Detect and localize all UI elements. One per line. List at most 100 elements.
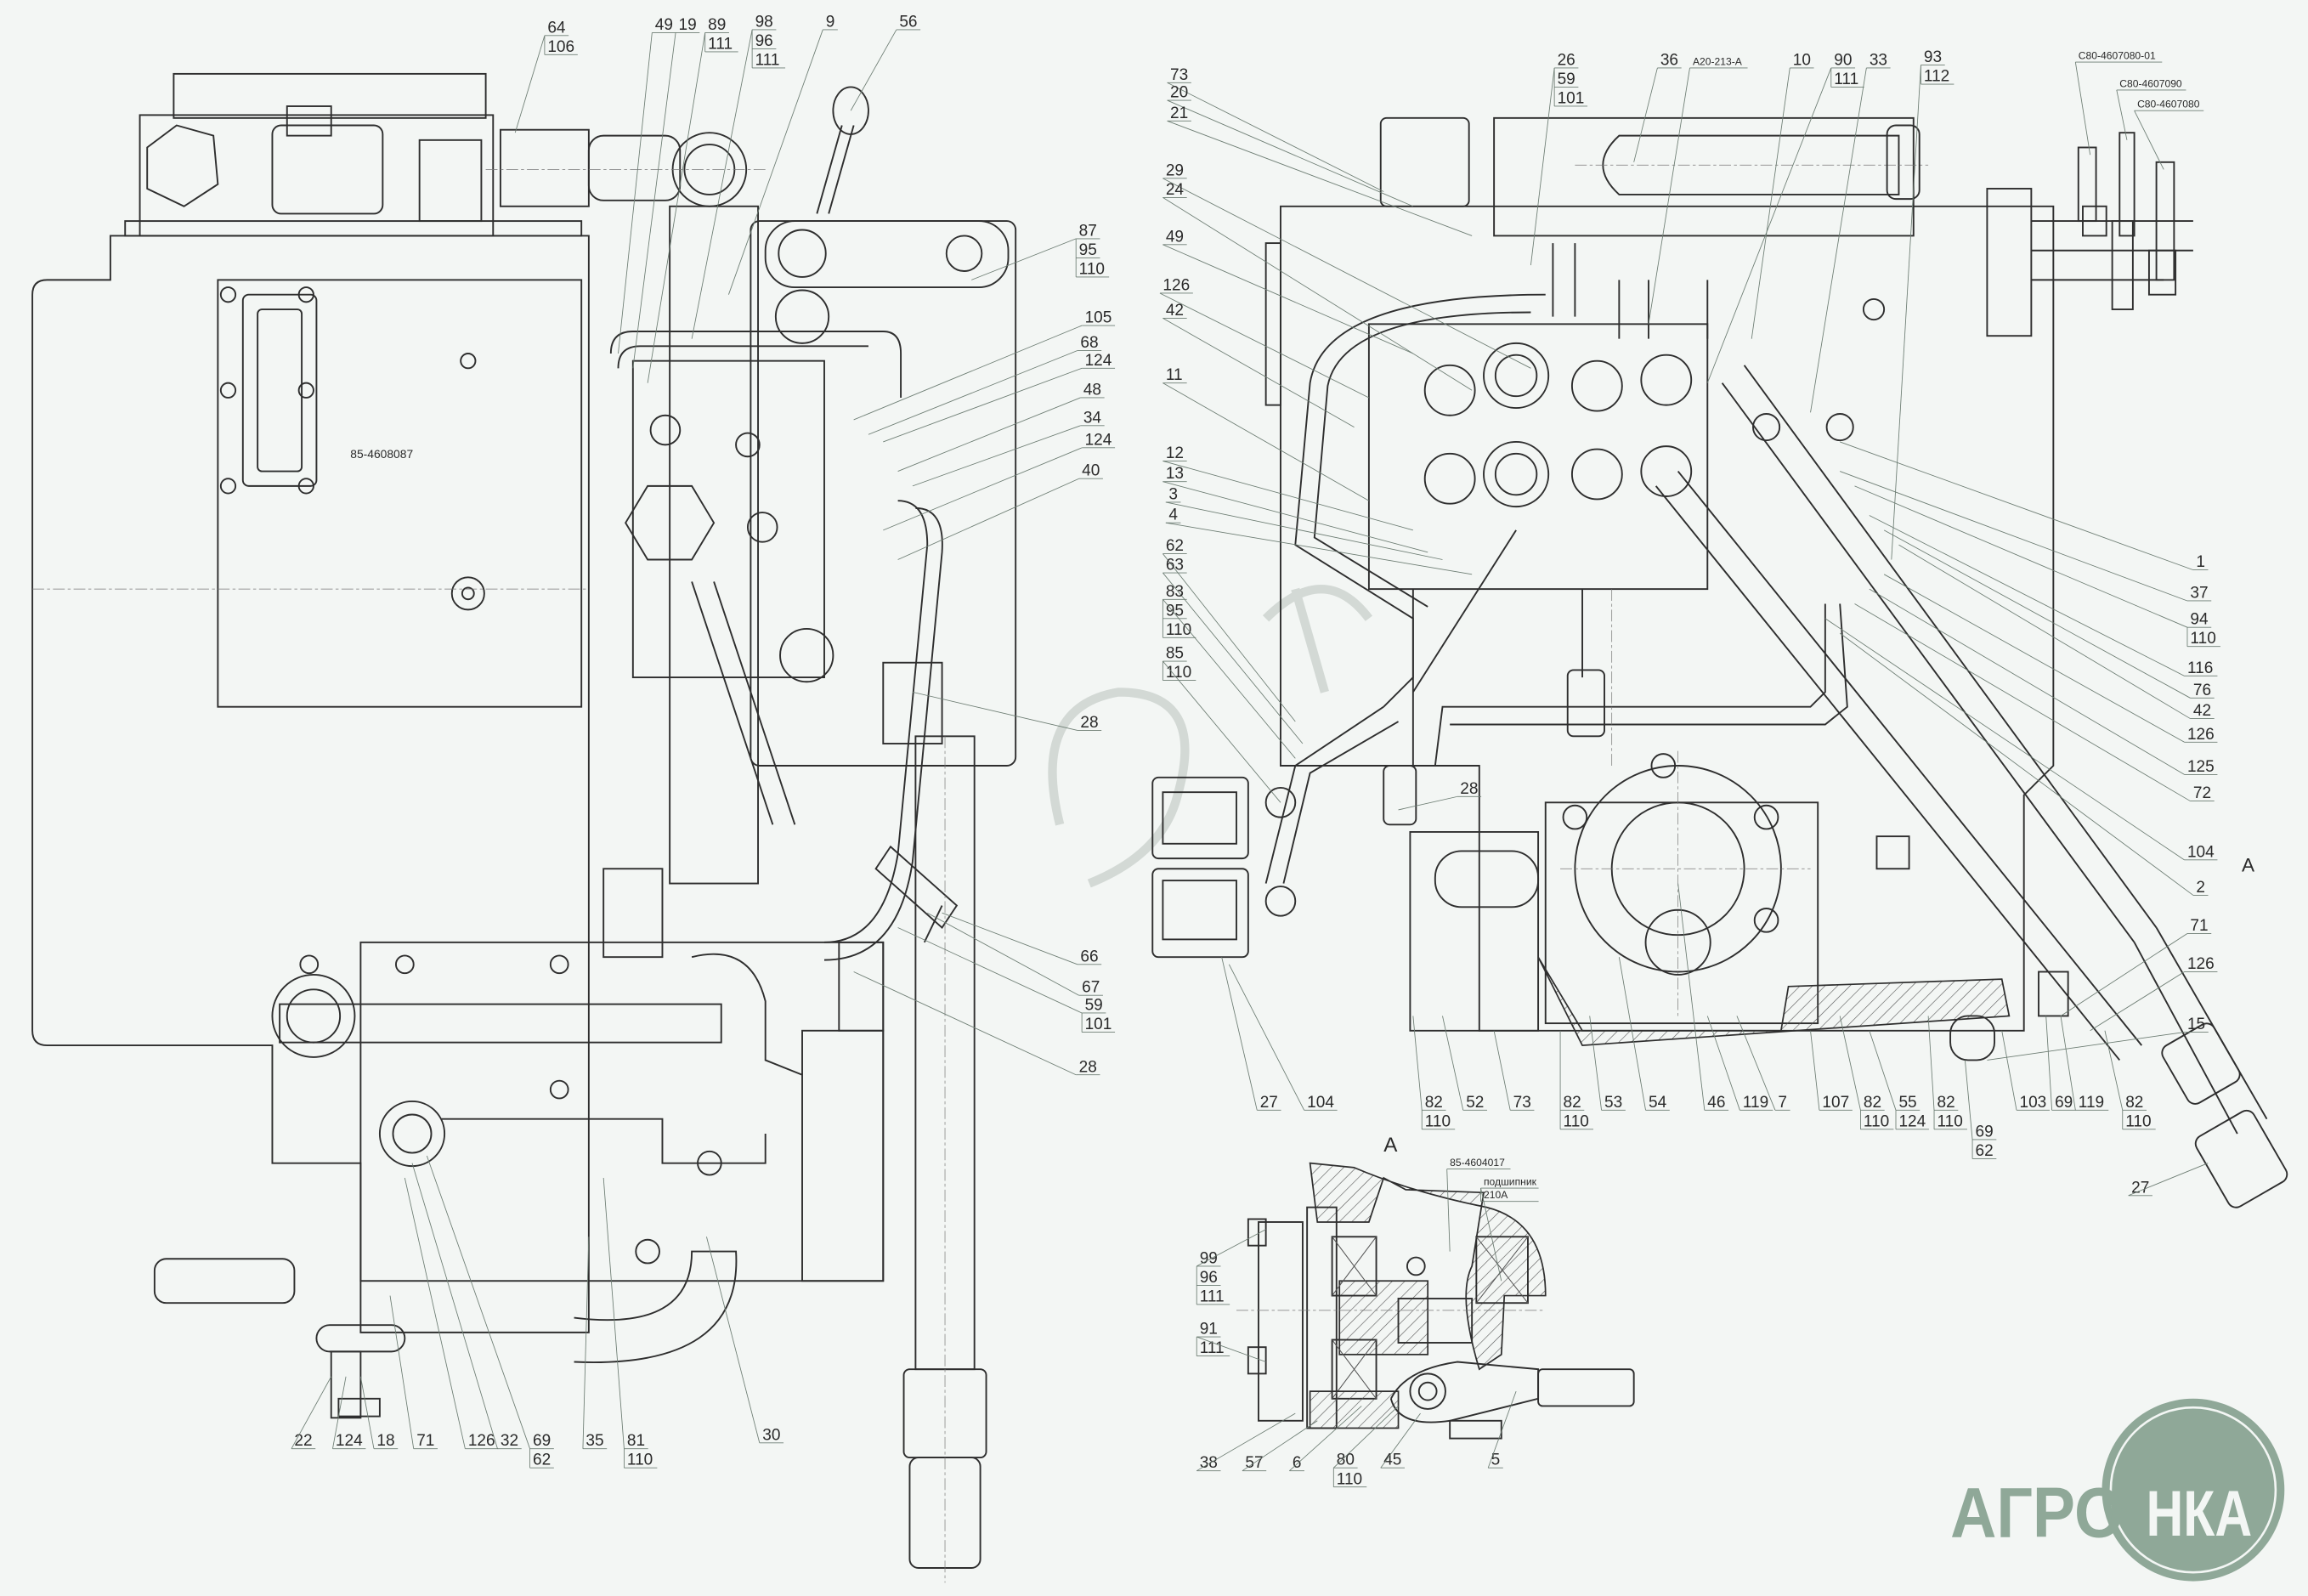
- callout-number: подшипник: [1484, 1176, 1537, 1188]
- callout-number: 56: [899, 13, 917, 31]
- right-view-callout: 12: [1162, 444, 1413, 531]
- callout-number: 110: [1337, 1470, 1362, 1488]
- callout-number: 69: [2055, 1094, 2073, 1112]
- right-view-callout: 42: [1898, 544, 2215, 720]
- callout-number: 34: [1083, 409, 1102, 427]
- callout-number: 96: [1200, 1269, 1218, 1287]
- callout-number: C80-4607080-01: [2079, 50, 2156, 62]
- callout-number: 110: [1166, 621, 1191, 639]
- leader-line: [389, 1295, 415, 1449]
- leader-line: [1751, 67, 1790, 339]
- leader-line: [1162, 481, 1428, 553]
- leader-line: [1706, 1016, 1740, 1111]
- callout-number: 28: [1080, 714, 1098, 732]
- leader-line: [2116, 89, 2128, 140]
- right-view-callout: 20: [1167, 84, 1414, 207]
- leader-line: [1162, 598, 1296, 759]
- callout-number: 103: [2020, 1094, 2047, 1112]
- leader-line: [1706, 67, 1832, 383]
- leader-line: [1412, 1016, 1423, 1111]
- leader-line: [1987, 1032, 2185, 1061]
- leader-line: [1159, 292, 1370, 399]
- right-view-callout: 62: [1162, 537, 1296, 722]
- callout-number: 82: [1425, 1094, 1443, 1112]
- callout-number: 112: [1924, 68, 1949, 86]
- right-view-callout: 104: [1824, 618, 2218, 861]
- logo-text-left: АГРО: [1950, 1474, 2124, 1553]
- left-view-callout: 56: [850, 13, 921, 111]
- callout-number: 107: [1822, 1094, 1849, 1112]
- callout-number: 126: [2187, 955, 2215, 973]
- callout-number: 30: [762, 1426, 780, 1444]
- callout-number: 13: [1166, 465, 1184, 483]
- right-view-assembly: [1151, 116, 2288, 1208]
- right-view-callout: 21: [1167, 105, 1473, 236]
- leader-line: [1487, 1391, 1517, 1469]
- leader-line: [1162, 461, 1413, 531]
- right-view-callout: 71: [2060, 917, 2212, 1016]
- callout-number: 42: [2193, 702, 2211, 720]
- callout-number: 1: [2196, 553, 2205, 571]
- callout-number: 21: [1170, 105, 1188, 122]
- callout-number: 12: [1166, 444, 1184, 462]
- callout-number: 52: [1466, 1094, 1484, 1112]
- section-a-callout: 5: [1487, 1391, 1517, 1469]
- callout-number: 81: [627, 1432, 645, 1450]
- leader-line: [359, 1376, 375, 1449]
- leader-line: [1964, 1060, 1973, 1140]
- left-view-callout: 126: [404, 1177, 499, 1450]
- leader-line: [883, 447, 1083, 531]
- right-view-callout: 126: [2090, 955, 2218, 1032]
- leader-line: [1221, 957, 1258, 1111]
- right-view-callout: 33: [1810, 51, 1891, 413]
- callout-number: 82: [1564, 1094, 1581, 1112]
- leader-line: [1839, 1016, 1861, 1111]
- left-view-callout: 48: [897, 381, 1105, 472]
- callout-number: 19: [679, 16, 697, 34]
- right-view-callout: 28: [1398, 780, 1482, 811]
- callout-number: 59: [1558, 71, 1575, 88]
- leader-line: [853, 325, 1083, 421]
- right-view-callout: 27: [2128, 1163, 2209, 1197]
- callout-number: 69: [1976, 1123, 1994, 1140]
- leader-line: [1840, 441, 2194, 571]
- left-view-callout: 105: [853, 309, 1116, 421]
- callout-number: 11: [1166, 366, 1183, 384]
- right-view-callout: 52: [1442, 1016, 1488, 1112]
- leader-line: [2090, 971, 2185, 1032]
- callout-number: 111: [1200, 1288, 1225, 1305]
- callout-number: 126: [2187, 726, 2215, 744]
- callout-number: 33: [1870, 51, 1887, 69]
- leader-line: [1480, 1188, 1502, 1282]
- right-view-callout: 53: [1589, 1016, 1626, 1112]
- leader-line: [291, 1376, 332, 1449]
- callout-number: 15: [2187, 1016, 2205, 1033]
- callout-number: 110: [1937, 1112, 1963, 1130]
- bolt-heads: [219, 286, 485, 611]
- left-view-callout: 124: [883, 352, 1116, 443]
- left-view-callout: 68: [868, 334, 1102, 435]
- callout-number: 10: [1793, 51, 1811, 69]
- agronka-logo: АГРО НКА: [1950, 1398, 2285, 1582]
- callout-number: 94: [2190, 611, 2209, 629]
- watermark: [1048, 585, 1373, 888]
- callout-number: 89: [708, 16, 726, 34]
- callout-number: 110: [1564, 1112, 1589, 1130]
- leader-line: [691, 29, 753, 339]
- callout-number: 69: [533, 1432, 551, 1450]
- leader-line: [1167, 120, 1473, 236]
- callout-number: 64: [547, 19, 566, 37]
- callout-number: 124: [336, 1432, 363, 1450]
- callout-number: 42: [1166, 302, 1184, 320]
- leader-line: [1589, 1016, 1603, 1111]
- leader-line: [1854, 603, 2191, 801]
- callout-number: 83: [1166, 583, 1184, 601]
- section-a-callout: 6: [1289, 1406, 1362, 1472]
- leader-line: [1165, 501, 1443, 560]
- leader-line: [2060, 1016, 2076, 1111]
